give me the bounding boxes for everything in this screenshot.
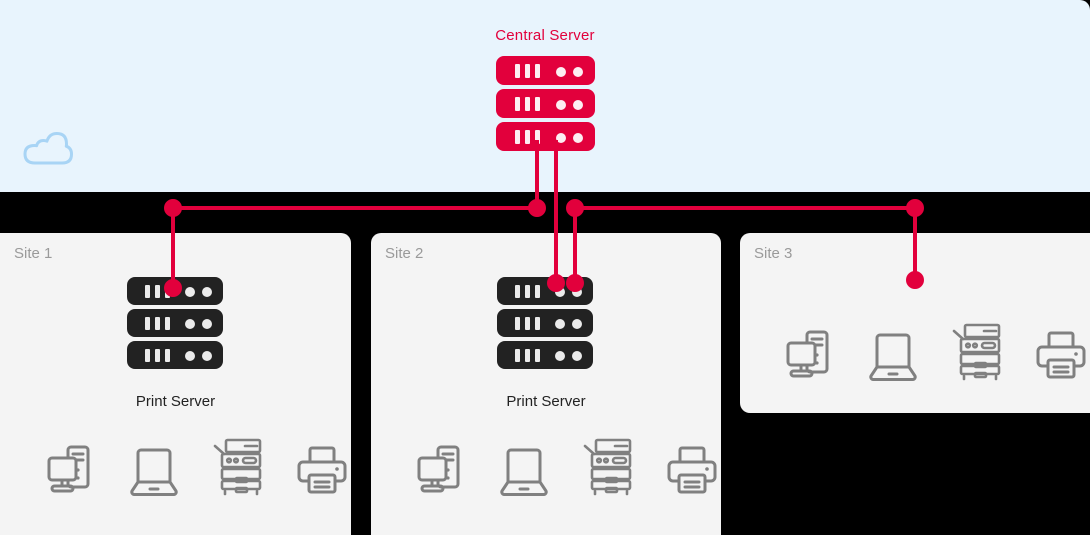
rack-vent-bars xyxy=(515,285,540,298)
rack-status-leds xyxy=(185,319,212,329)
print-server-caption: Print Server xyxy=(135,393,216,410)
central-server-label: Central Server xyxy=(495,27,595,44)
rack-vent-bars xyxy=(515,317,540,330)
rack-status-leds xyxy=(185,351,212,361)
desktop-computer-icon[interactable] xyxy=(785,326,835,387)
rack-vent-bars xyxy=(515,349,540,362)
printer-icon[interactable] xyxy=(1035,328,1087,387)
laptop-icon[interactable] xyxy=(128,441,180,502)
rack-status-leds xyxy=(555,319,582,329)
laptop-icon[interactable] xyxy=(498,441,550,502)
junction-dot xyxy=(566,199,584,217)
rack-unit xyxy=(497,309,593,337)
site-1-device-row xyxy=(46,437,348,502)
central-server-icon[interactable] xyxy=(496,56,595,155)
junction-dot xyxy=(164,199,182,217)
cloud-icon xyxy=(22,131,74,165)
rack-status-leds xyxy=(555,351,582,361)
rack-vent-bars xyxy=(145,285,170,298)
rack-unit xyxy=(127,341,223,369)
multifunction-copier-icon[interactable] xyxy=(951,322,1003,387)
site-title: Site 2 xyxy=(385,245,424,262)
desktop-computer-icon[interactable] xyxy=(416,441,466,502)
rack-unit xyxy=(127,277,223,305)
rack-status-leds xyxy=(556,67,583,77)
site-3-device-row xyxy=(785,322,1087,387)
print-server-caption: Print Server xyxy=(506,393,586,410)
rack-unit xyxy=(496,122,595,151)
rack-vent-bars xyxy=(145,349,170,362)
desktop-computer-icon[interactable] xyxy=(46,441,96,502)
site-1-print-server-icon[interactable] xyxy=(127,277,223,373)
printer-icon[interactable] xyxy=(666,443,718,502)
laptop-icon[interactable] xyxy=(867,326,919,387)
site-title: Site 3 xyxy=(754,245,793,262)
rack-unit xyxy=(497,277,593,305)
rack-vent-bars xyxy=(515,130,540,144)
rack-vent-bars xyxy=(515,64,540,78)
junction-dot xyxy=(906,199,924,217)
rack-status-leds xyxy=(555,287,582,297)
rack-status-leds xyxy=(556,133,583,143)
rack-unit xyxy=(497,341,593,369)
rack-unit xyxy=(496,56,595,85)
rack-vent-bars xyxy=(145,317,170,330)
multifunction-copier-icon[interactable] xyxy=(212,437,264,502)
printer-icon[interactable] xyxy=(296,443,348,502)
site-2-print-server-icon[interactable] xyxy=(497,277,593,373)
rack-status-leds xyxy=(185,287,212,297)
rack-unit xyxy=(496,89,595,118)
rack-vent-bars xyxy=(515,97,540,111)
multifunction-copier-icon[interactable] xyxy=(582,437,634,502)
site-title: Site 1 xyxy=(14,245,53,262)
rack-unit xyxy=(127,309,223,337)
rack-status-leds xyxy=(556,100,583,110)
junction-dot xyxy=(528,199,546,217)
site-2-device-row xyxy=(416,437,718,502)
